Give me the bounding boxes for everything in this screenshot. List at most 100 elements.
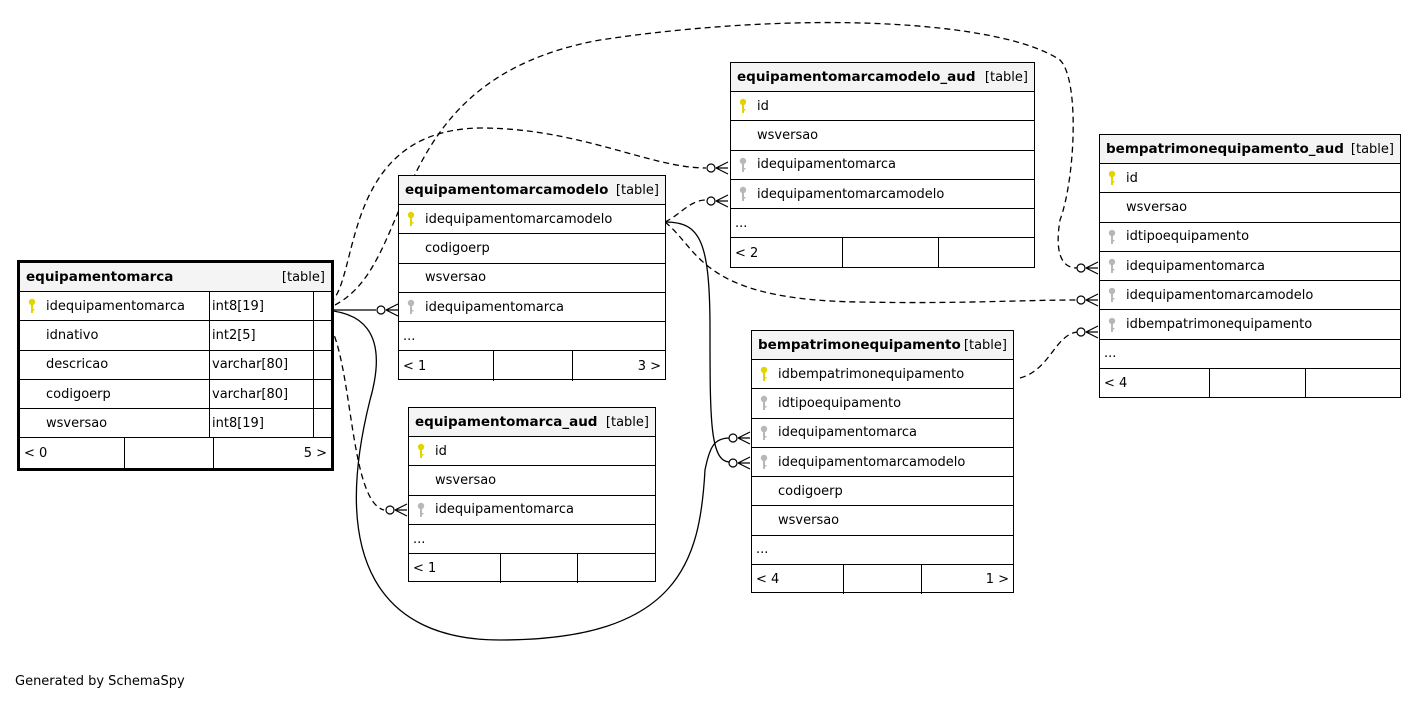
column-row[interactable]: idequipamentomarcamodelo bbox=[1100, 281, 1400, 311]
column-row[interactable]: idequipamentomarcamodelo bbox=[731, 180, 1034, 210]
primary-key-icon bbox=[731, 98, 755, 114]
column-spacer bbox=[313, 379, 331, 409]
table-type: [table] bbox=[963, 337, 1007, 353]
table-footer: < 4 bbox=[1100, 369, 1400, 399]
column-row[interactable]: wsversao bbox=[752, 506, 1013, 536]
column-row[interactable]: wsversao bbox=[731, 121, 1034, 151]
crow-foot bbox=[1085, 261, 1099, 275]
rel-marca-to-bem bbox=[317, 309, 731, 641]
column-row[interactable]: idnativo int2[5] bbox=[20, 321, 331, 351]
footer-parents-count: < 4 bbox=[756, 572, 780, 588]
column-row[interactable]: idequipamentomarca bbox=[731, 151, 1034, 180]
column-name: id bbox=[757, 98, 769, 114]
column-row[interactable]: codigoerp bbox=[399, 234, 665, 264]
footer-children-count bbox=[938, 238, 1034, 268]
column-name: idtipoequipamento bbox=[778, 395, 902, 411]
column-row[interactable]: id bbox=[1100, 164, 1400, 194]
column-name: wsversao bbox=[1126, 199, 1188, 215]
column-name: idbempatrimonequipamento bbox=[778, 366, 965, 382]
footer-parents-count: < 1 bbox=[413, 561, 437, 577]
column-name: idequipamentomarcamodelo bbox=[425, 211, 613, 227]
foreign-key-icon bbox=[731, 157, 755, 173]
column-row[interactable]: idequipamentomarca bbox=[1100, 252, 1400, 282]
column-type: int2[5] bbox=[209, 321, 313, 350]
more-columns[interactable]: ... bbox=[752, 536, 1013, 566]
column-row[interactable]: wsversao bbox=[399, 264, 665, 293]
crow-foot bbox=[737, 456, 751, 470]
column-row[interactable]: idequipamentomarcamodelo bbox=[399, 205, 665, 235]
column-name: wsversao bbox=[757, 127, 819, 143]
table-bempatrimonequipamento[interactable]: bempatrimonequipamento [table] idbempatr… bbox=[751, 330, 1014, 595]
column-name: descricao bbox=[46, 357, 109, 373]
table-equipamentomarcamodelo-aud[interactable]: equipamentomarcamodelo_aud [table] id wsv… bbox=[730, 62, 1035, 268]
column-row[interactable]: idequipamentomarcamodelo bbox=[752, 448, 1013, 478]
column-name: idequipamentomarcamodelo bbox=[778, 454, 966, 470]
table-equipamentomarca[interactable]: equipamentomarca [table] idequipamentoma… bbox=[17, 260, 334, 471]
table-type: [table] bbox=[281, 269, 325, 285]
column-name: wsversao bbox=[435, 472, 497, 488]
column-row[interactable]: idequipamentomarca bbox=[409, 496, 655, 525]
footer-children-count: 5 > bbox=[213, 438, 331, 468]
foreign-key-icon bbox=[399, 299, 423, 315]
foreign-key-icon bbox=[1100, 258, 1124, 274]
column-type: varchar[80] bbox=[209, 379, 313, 409]
footer-parents-count: < 1 bbox=[403, 358, 427, 374]
column-name: id bbox=[435, 443, 447, 459]
table-name: bempatrimonequipamento_aud bbox=[1106, 141, 1344, 157]
column-name: idequipamentomarca bbox=[435, 502, 574, 518]
table-type: [table] bbox=[615, 182, 659, 198]
column-name: wsversao bbox=[425, 270, 487, 286]
column-row[interactable]: idbempatrimonequipamento bbox=[752, 360, 1013, 390]
footer-spacer bbox=[124, 438, 213, 468]
column-row[interactable]: idtipoequipamento bbox=[1100, 223, 1400, 252]
more-columns[interactable]: ... bbox=[399, 322, 665, 352]
table-equipamentomarcamodelo[interactable]: equipamentomarcamodelo [table] idequipam… bbox=[398, 175, 666, 381]
foreign-key-icon bbox=[752, 425, 776, 441]
footer-children-count bbox=[1305, 369, 1400, 399]
table-header: bempatrimonequipamento_aud [table] bbox=[1100, 135, 1400, 164]
table-type: [table] bbox=[1350, 141, 1394, 157]
rel-end-circle bbox=[1076, 327, 1086, 337]
column-row[interactable]: idbempatrimonequipamento bbox=[1100, 310, 1400, 340]
table-header: equipamentomarcamodelo_aud [table] bbox=[731, 63, 1034, 92]
column-row[interactable]: id bbox=[731, 92, 1034, 122]
column-spacer bbox=[313, 409, 331, 438]
column-spacer bbox=[313, 292, 331, 321]
table-name: equipamentomarcamodelo_aud bbox=[737, 69, 976, 85]
foreign-key-icon bbox=[731, 186, 755, 202]
column-row[interactable]: idequipamentomarca bbox=[752, 419, 1013, 448]
footer-spacer bbox=[842, 238, 938, 268]
more-columns[interactable]: ... bbox=[731, 209, 1034, 239]
table-bempatrimonequipamento-aud[interactable]: bempatrimonequipamento_aud [table] id wsv… bbox=[1099, 134, 1401, 399]
foreign-key-icon bbox=[1100, 287, 1124, 303]
column-name: idnativo bbox=[46, 327, 99, 343]
foreign-key-icon bbox=[1100, 229, 1124, 245]
footer-parents-count: < 0 bbox=[24, 445, 48, 461]
more-columns[interactable]: ... bbox=[1100, 340, 1400, 370]
rel-end-circle bbox=[706, 163, 716, 173]
column-row[interactable]: idequipamentomarca bbox=[399, 293, 665, 323]
table-name: equipamentomarcamodelo bbox=[405, 182, 609, 198]
column-type: int8[19] bbox=[209, 292, 313, 321]
crow-foot bbox=[715, 161, 729, 175]
more-columns[interactable]: ... bbox=[409, 525, 655, 555]
column-row[interactable]: id bbox=[409, 437, 655, 467]
rel-end-circle bbox=[376, 305, 386, 315]
column-row[interactable]: codigoerp bbox=[752, 477, 1013, 507]
column-name: idequipamentomarca bbox=[1126, 258, 1265, 274]
footer-children-count bbox=[577, 554, 655, 584]
column-row[interactable]: idtipoequipamento bbox=[752, 389, 1013, 419]
column-row[interactable]: wsversao bbox=[409, 466, 655, 496]
column-name: idbempatrimonequipamento bbox=[1126, 317, 1313, 333]
footer-spacer bbox=[493, 351, 572, 381]
column-row[interactable]: wsversao bbox=[1100, 193, 1400, 223]
column-name: codigoerp bbox=[425, 240, 490, 256]
footer-parents-count: < 4 bbox=[1104, 376, 1128, 392]
